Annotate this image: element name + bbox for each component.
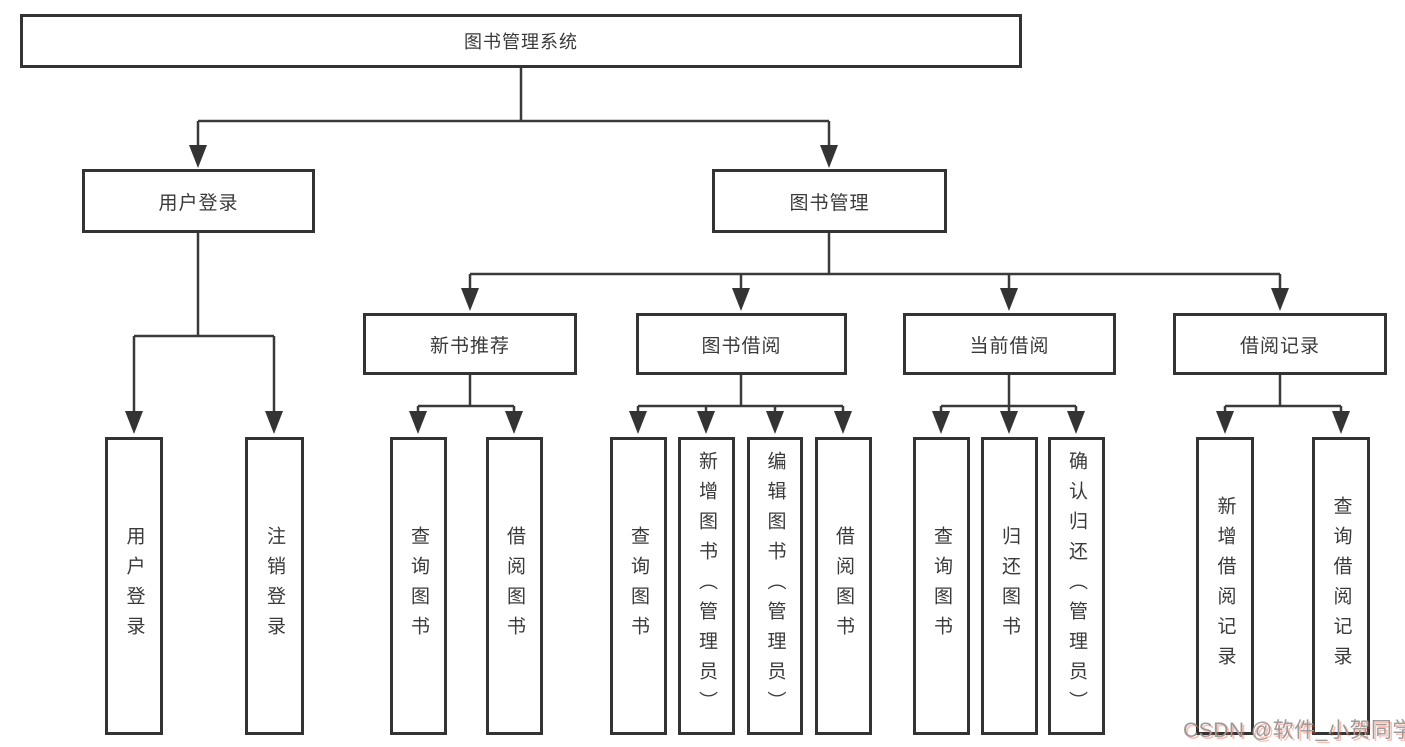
- leaf-edit-book-admin: 编辑图书（管理员）: [747, 437, 803, 735]
- node-library-system: 图书管理系统: [20, 14, 1022, 68]
- arrowhead-icon: [629, 411, 647, 434]
- node-new-book-recommend: 新书推荐: [363, 313, 577, 375]
- arrowhead-icon: [697, 411, 715, 434]
- leaf-add-book-admin: 新增图书（管理员）: [678, 437, 735, 735]
- leaf-query-book-2: 查询图书: [610, 437, 667, 735]
- edge-group-recommend: [416, 375, 516, 414]
- node-book-management: 图书管理: [712, 169, 947, 233]
- arrowhead-icon: [189, 145, 207, 168]
- arrowhead-icon: [1216, 411, 1234, 434]
- node-user-login: 用户登录: [82, 169, 315, 233]
- arrowhead-icon: [834, 411, 852, 434]
- arrowhead-icon: [1000, 288, 1018, 311]
- node-current-borrow: 当前借阅: [903, 313, 1116, 375]
- arrowhead-icon: [732, 288, 750, 311]
- leaf-logout: 注销登录: [245, 437, 304, 735]
- leaf-return-book: 归还图书: [981, 437, 1038, 735]
- arrowhead-icon: [820, 145, 838, 168]
- leaf-query-book-1: 查询图书: [390, 437, 447, 735]
- node-borrow-records: 借阅记录: [1173, 313, 1387, 375]
- leaf-query-book-3: 查询图书: [913, 437, 970, 735]
- arrowhead-icon: [766, 411, 784, 434]
- arrowhead-icon: [409, 411, 427, 434]
- leaf-add-borrow-record: 新增借阅记录: [1196, 437, 1254, 735]
- arrowhead-icon: [1000, 411, 1018, 434]
- edge-group-borrow: [636, 375, 845, 414]
- node-book-borrow: 图书借阅: [636, 313, 847, 375]
- leaf-borrow-book-2: 借阅图书: [815, 437, 872, 735]
- leaf-query-borrow-record: 查询借阅记录: [1312, 437, 1370, 735]
- arrowhead-icon: [1067, 411, 1085, 434]
- leaf-borrow-book-1: 借阅图书: [486, 437, 543, 735]
- edge-root: [196, 68, 831, 148]
- arrowhead-icon: [932, 411, 950, 434]
- csdn-watermark: CSDN @软件_小贺同学: [1183, 719, 1405, 742]
- edge-group-records: [1223, 375, 1343, 414]
- arrowhead-icon: [265, 411, 283, 434]
- arrowhead-icon: [1271, 288, 1289, 311]
- leaf-confirm-return-admin: 确认归还（管理员）: [1048, 437, 1105, 735]
- arrowhead-icon: [1332, 411, 1350, 434]
- leaf-user-login: 用户登录: [105, 437, 163, 735]
- arrowhead-icon: [125, 411, 143, 434]
- edge-group-current: [939, 375, 1078, 414]
- arrowhead-icon: [461, 288, 479, 311]
- arrowhead-icon: [505, 411, 523, 434]
- edge-login: [132, 233, 276, 414]
- edge-mgmt: [468, 233, 1282, 291]
